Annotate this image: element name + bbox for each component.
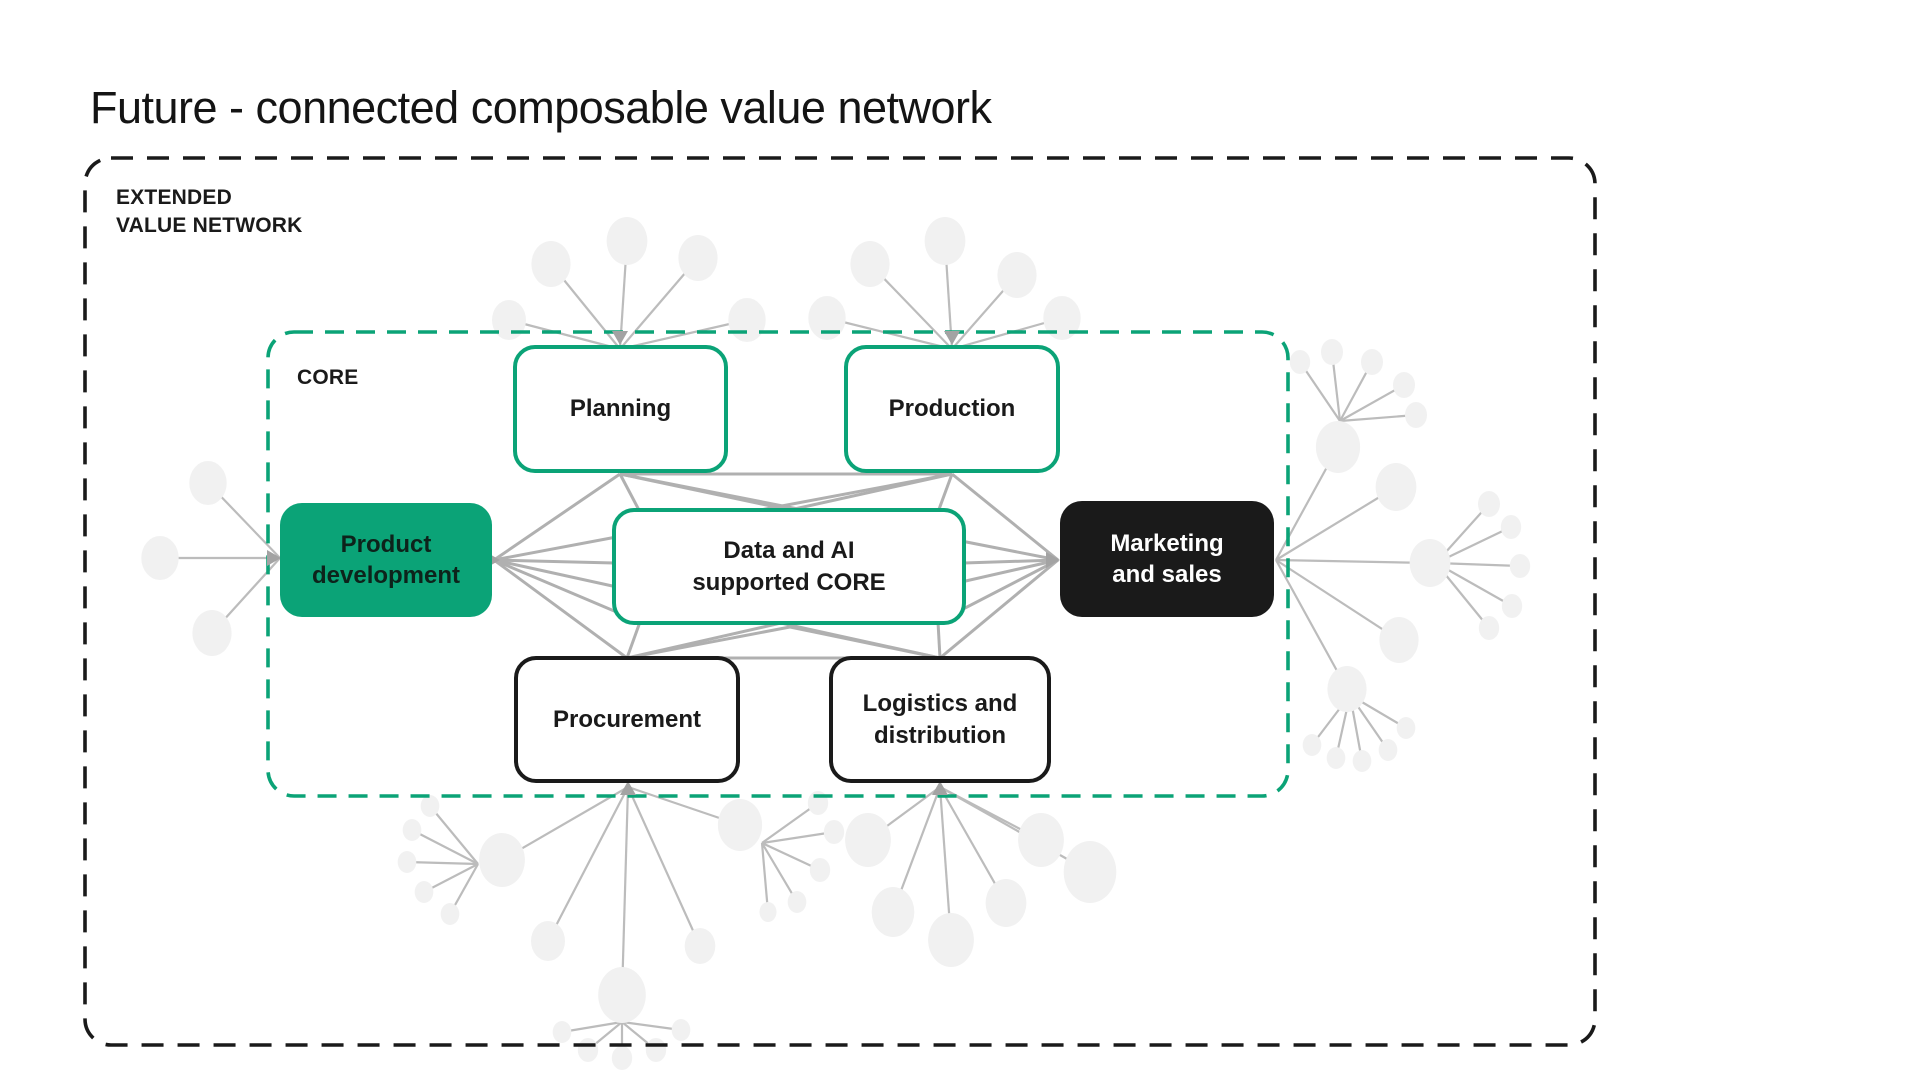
dendrite-nodes-layer — [141, 217, 1531, 1070]
box-product-development: Product development — [280, 503, 492, 617]
box-logistics-and-distribution: Logistics and distribution — [829, 656, 1051, 783]
extended-value-network-label: EXTENDED VALUE NETWORK — [116, 186, 303, 238]
core-label: CORE — [297, 366, 359, 389]
box-procurement: Procurement — [514, 656, 740, 783]
box-data-ai-supported-core: Data and AI supported CORE — [612, 508, 966, 625]
box-planning: Planning — [513, 345, 728, 473]
dendrite-lines-layer — [160, 240, 1521, 1058]
page-title: Future - connected composable value netw… — [90, 82, 992, 133]
box-marketing-and-sales: Marketing and sales — [1060, 501, 1274, 617]
box-production: Production — [844, 345, 1060, 473]
